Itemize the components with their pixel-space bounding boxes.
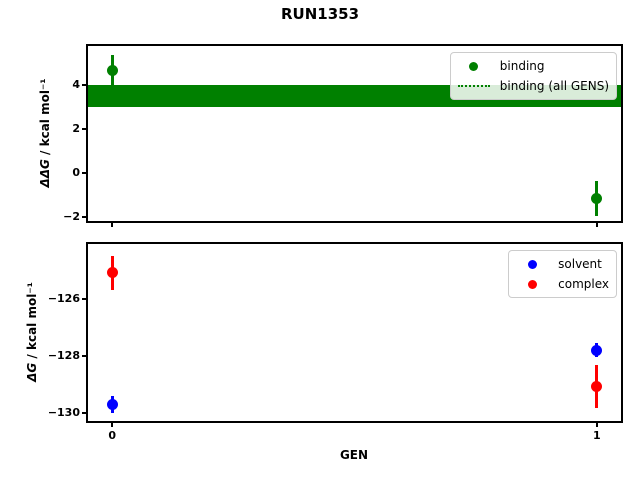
legend-handle (516, 279, 548, 289)
data-point-solvent (106, 399, 118, 411)
x-tick-mark (111, 423, 114, 427)
legend-label: binding (499, 59, 545, 73)
x-tick-mark (595, 423, 598, 427)
y-tick-mark (82, 354, 86, 357)
legend: binding binding (all GENS) (449, 52, 617, 100)
legend-item: binding (all GENS) (457, 76, 609, 96)
y-tick-label: 0 (72, 166, 80, 180)
data-point-complex (106, 267, 118, 279)
chart-title: RUN1353 (280, 5, 360, 23)
bottom-y-axis-label-symbol: ΔG (25, 362, 39, 382)
y-tick-mark (82, 412, 86, 415)
y-tick-label: −128 (47, 348, 80, 362)
legend-label: binding (all GENS) (499, 79, 609, 93)
y-tick-mark (82, 216, 86, 219)
data-point-complex (591, 380, 603, 392)
x-tick-mark (111, 223, 114, 227)
legend-marker-dotted-line (457, 85, 490, 87)
legend-item: complex (516, 274, 609, 294)
legend-handle (457, 85, 490, 87)
legend-label: solvent (558, 257, 602, 271)
x-tick-label: 1 (592, 429, 601, 442)
legend: solvent complex (508, 250, 617, 298)
data-point-binding (106, 64, 118, 76)
x-tick-label: 0 (108, 429, 117, 442)
top-axes: 4 2 0 −2 binding binding (all GENS) (63, 44, 623, 227)
x-tick-mark (595, 223, 598, 227)
legend-marker-dot (469, 61, 479, 71)
legend-item: binding (458, 56, 609, 76)
x-axis-label: GEN (339, 448, 369, 462)
data-point-binding (591, 193, 603, 205)
legend-marker-dot (527, 279, 537, 289)
legend-item: solvent (516, 254, 609, 274)
y-tick-label: −2 (63, 210, 80, 224)
legend-marker-dot (527, 259, 537, 269)
y-tick-mark (82, 128, 86, 131)
y-tick-label: 2 (72, 122, 80, 136)
y-tick-label: 4 (72, 78, 80, 92)
y-tick-label: −130 (47, 406, 80, 420)
legend-handle (458, 61, 490, 71)
y-tick-mark (82, 84, 86, 87)
y-tick-label: −126 (47, 291, 80, 305)
bottom-axes: −126 −128 −130 0 1 solvent complex (48, 242, 623, 442)
y-tick-mark (82, 172, 86, 175)
y-tick-mark (82, 297, 86, 300)
data-point-solvent (591, 344, 603, 356)
legend-handle (516, 259, 548, 269)
legend-label: complex (558, 277, 609, 291)
